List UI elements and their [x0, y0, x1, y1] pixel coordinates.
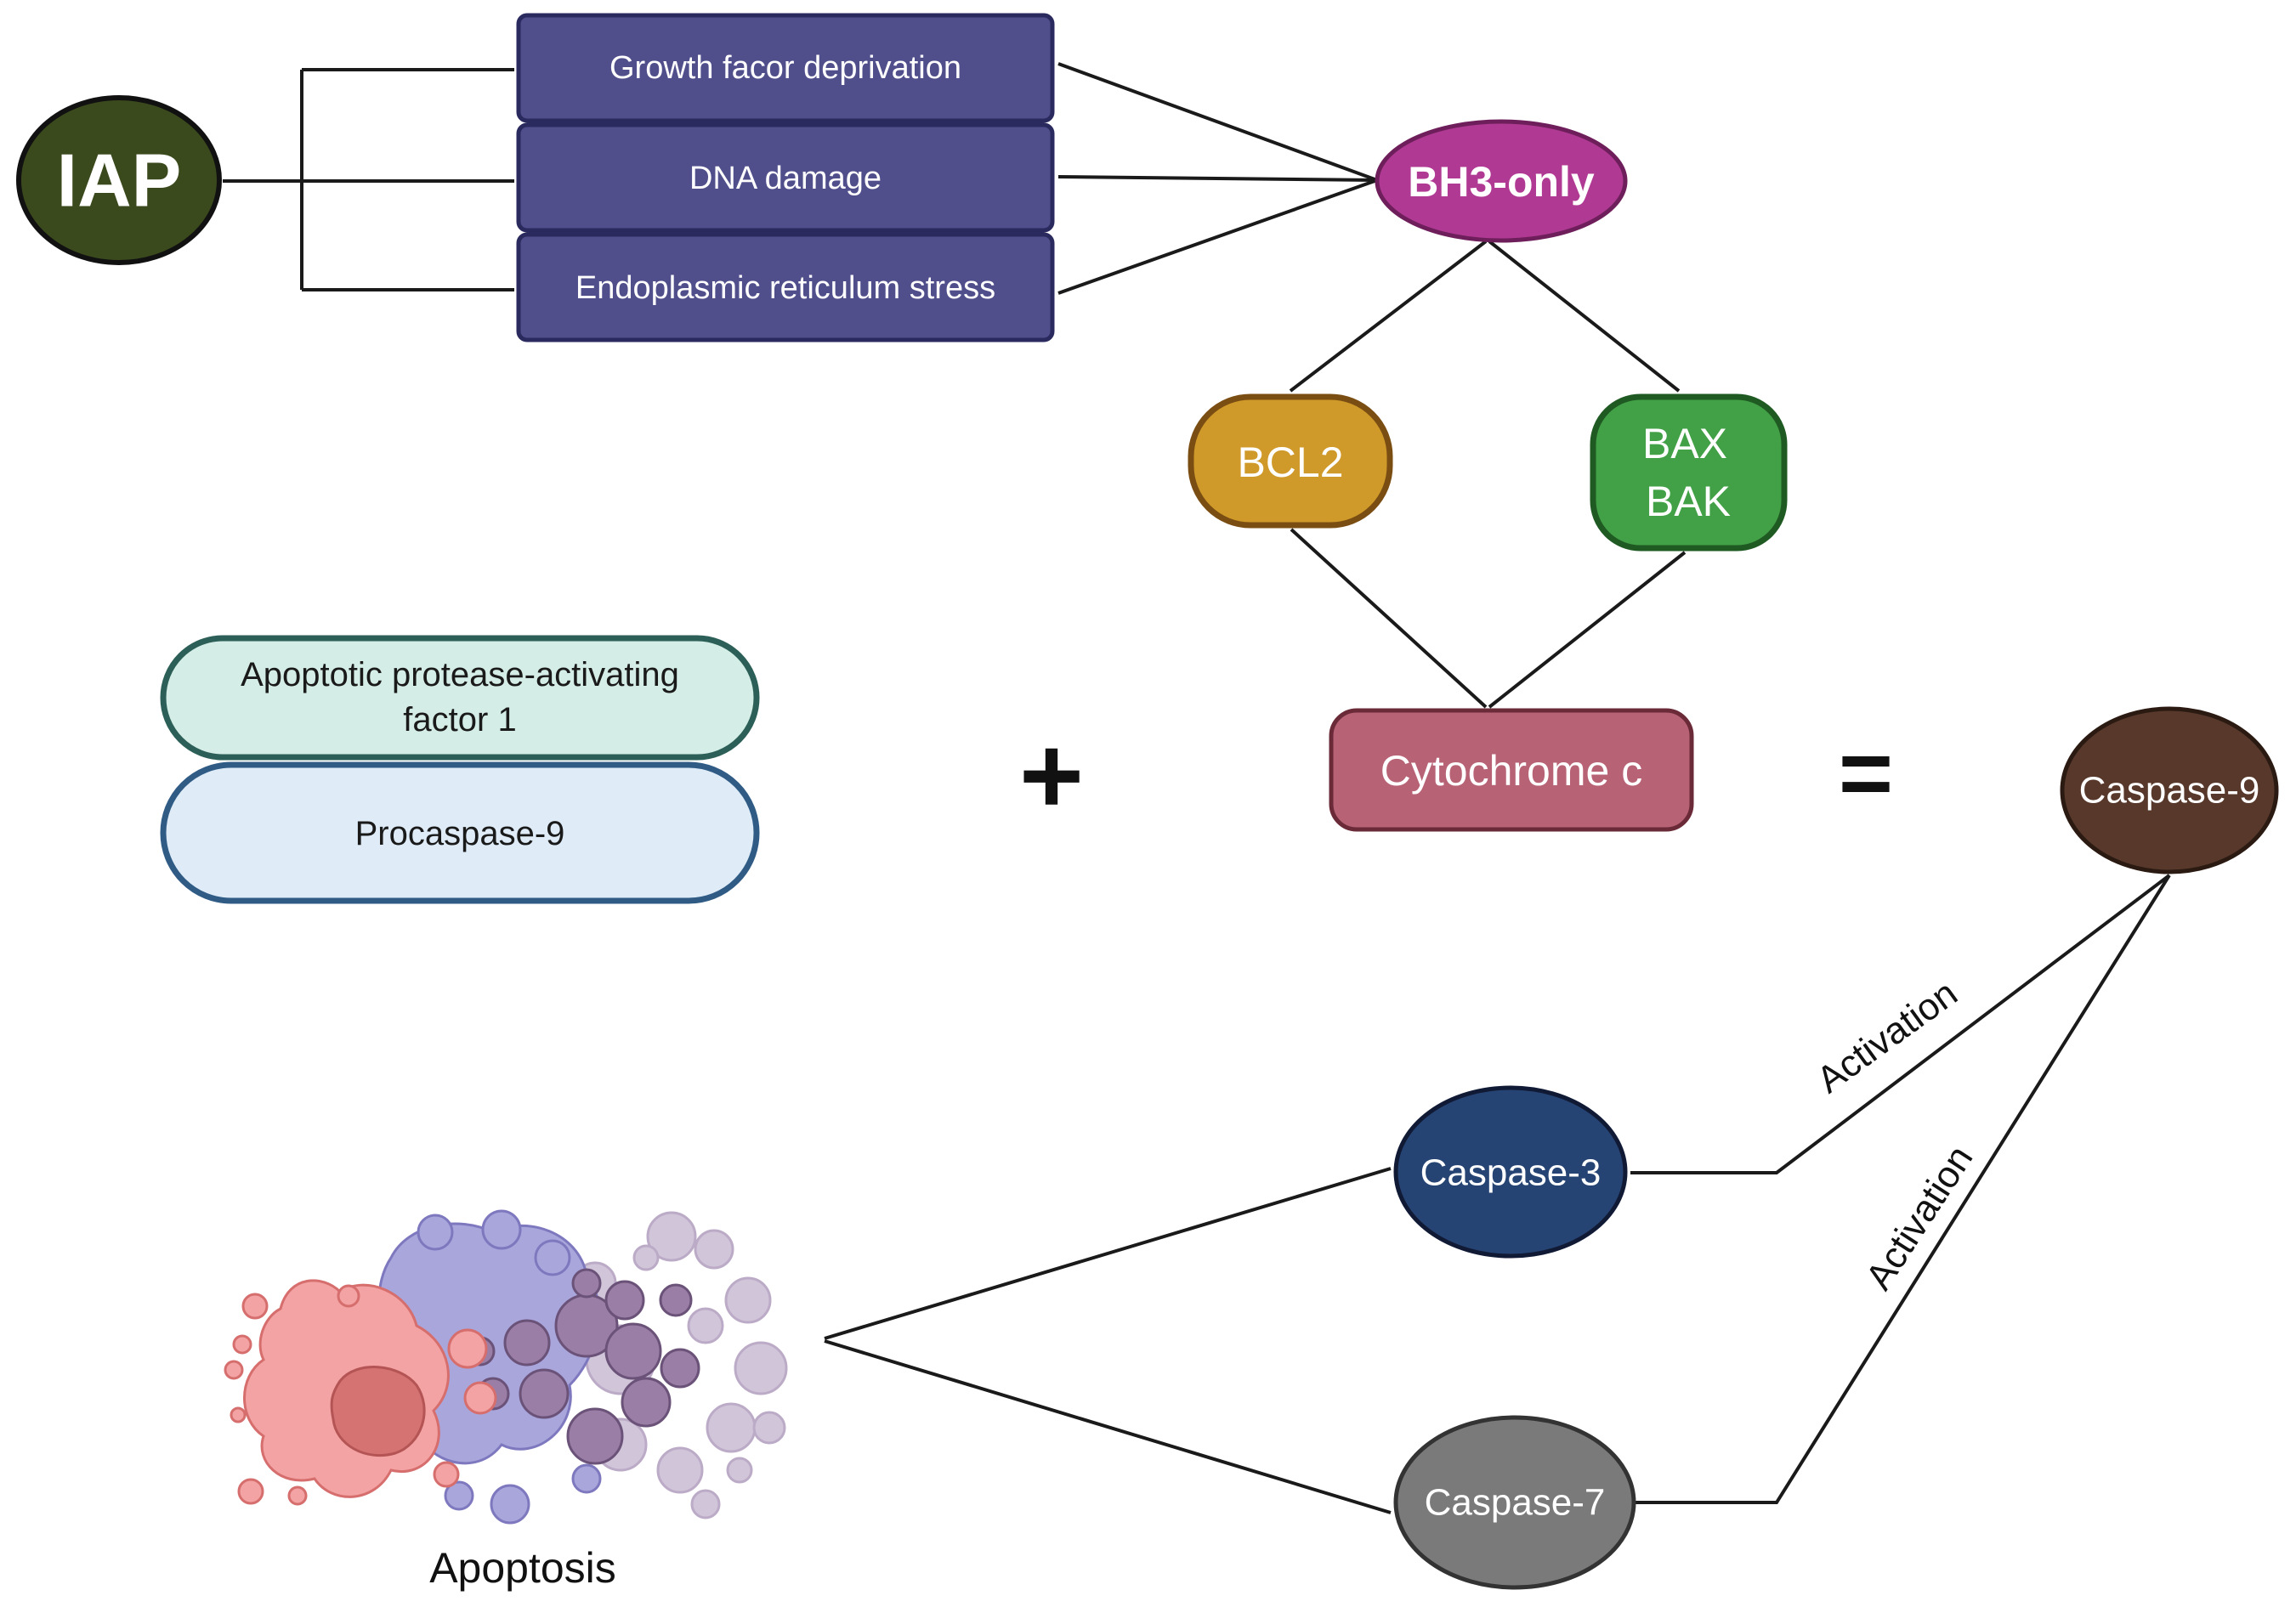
caspase7-label: Caspase-7	[1425, 1482, 1606, 1524]
cytochrome-c-label: Cytochrome c	[1380, 747, 1642, 795]
apoptotic-cell-icon	[224, 1209, 788, 1525]
bh3-only-label: BH3-only	[1408, 158, 1595, 206]
growth-factor-box[interactable]: Growth facor deprivation	[516, 13, 1055, 123]
connectors	[223, 62, 2171, 1514]
edge-dna-bh3	[1057, 175, 1378, 182]
edge-growth-bh3	[1057, 62, 1378, 182]
bcl2-node[interactable]: BCL2	[1188, 393, 1393, 529]
procaspase9-label: Procaspase-9	[355, 815, 565, 852]
dna-damage-label: DNA damage	[689, 161, 882, 196]
bak-label: BAK	[1646, 478, 1731, 525]
bcl2-label: BCL2	[1237, 439, 1343, 486]
iap-node[interactable]: IAP	[16, 95, 222, 265]
edge-baxbak-cytc	[1488, 551, 1687, 709]
caspase7-node[interactable]: Caspase-7	[1393, 1415, 1636, 1590]
caspase3-label: Caspase-3	[1420, 1152, 1602, 1194]
caspase9-node[interactable]: Caspase-9	[2060, 706, 2279, 874]
apaf1-label-line1: Apoptotic protease-activating	[241, 656, 679, 693]
iap-label: IAP	[57, 139, 182, 223]
dna-damage-box[interactable]: DNA damage	[516, 122, 1055, 233]
caspase3-node[interactable]: Caspase-3	[1393, 1085, 1628, 1259]
bax-bak-node[interactable]: BAX BAK	[1590, 393, 1788, 552]
edge-casp9-casp7	[1636, 874, 2171, 1504]
bax-label: BAX	[1642, 420, 1727, 467]
activation-label-upper: Activation	[1809, 972, 1964, 1101]
edge-er-bh3	[1057, 178, 1378, 295]
edge-casp3-apoptosis	[824, 1167, 1392, 1340]
er-stress-label: Endoplasmic reticulum stress	[575, 270, 995, 306]
apaf1-label-line2: factor 1	[403, 701, 516, 738]
edge-bh3-bcl2	[1289, 240, 1488, 393]
er-stress-box[interactable]: Endoplasmic reticulum stress	[516, 232, 1055, 342]
edge-bh3-baxbak	[1488, 240, 1681, 393]
growth-factor-label: Growth facor deprivation	[609, 50, 961, 86]
equals-operator: =	[1839, 721, 1893, 826]
plus-operator: +	[1019, 713, 1084, 837]
procaspase9-node[interactable]: Procaspase-9	[160, 761, 760, 904]
cytochrome-c-node[interactable]: Cytochrome c	[1329, 708, 1694, 832]
caspase9-label: Caspase-9	[2079, 770, 2260, 812]
edge-bcl2-cytc	[1290, 528, 1488, 709]
apoptosis-label: Apoptosis	[429, 1544, 616, 1592]
bh3-only-node[interactable]: BH3-only	[1375, 119, 1628, 243]
apaf1-node[interactable]: Apoptotic protease-activating factor 1	[160, 635, 760, 761]
edge-casp9-casp3	[1630, 874, 2171, 1174]
edge-casp7-apoptosis	[824, 1339, 1392, 1514]
